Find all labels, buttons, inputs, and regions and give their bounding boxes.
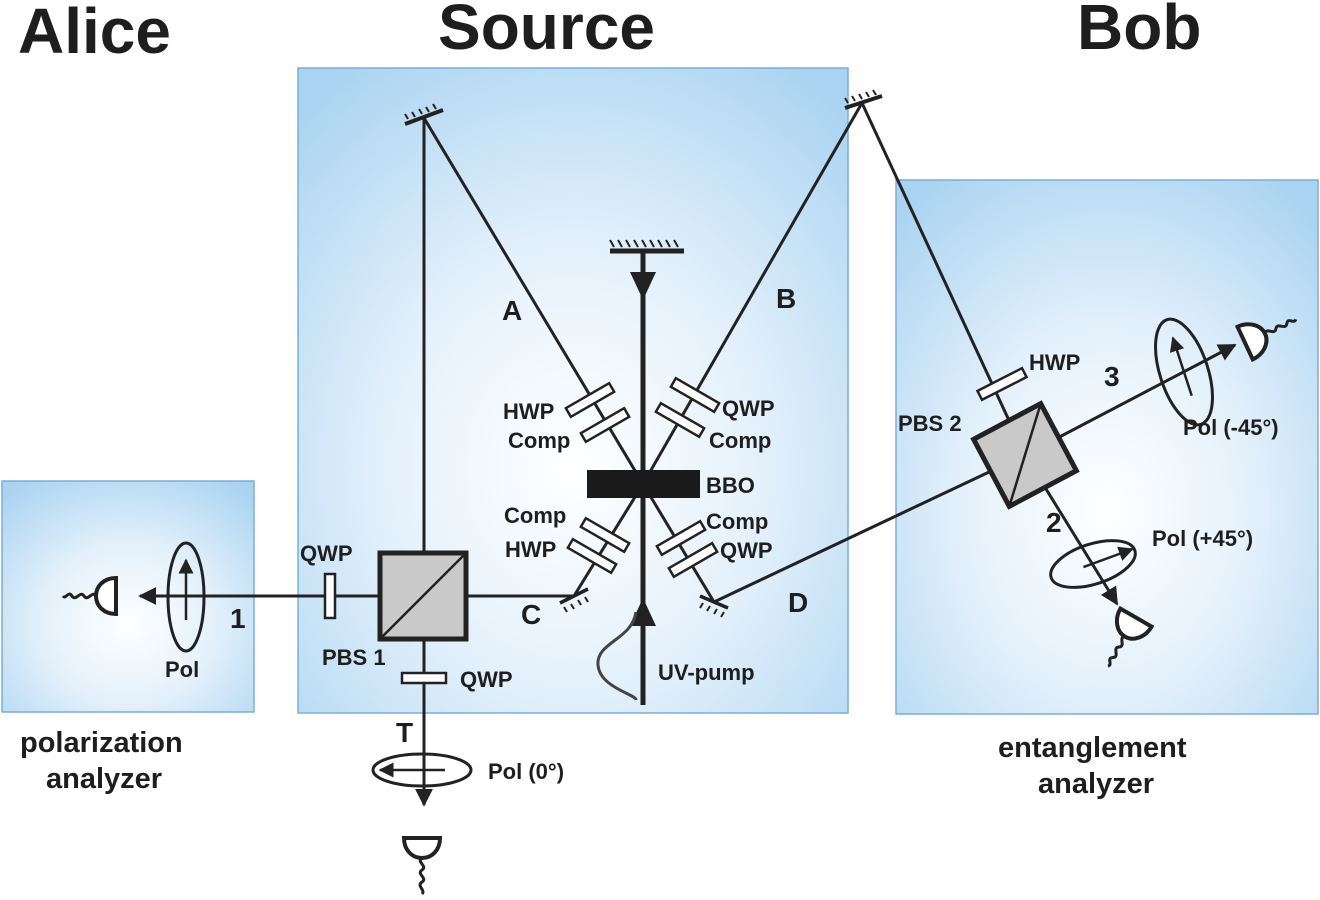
label-pol-plus45: Pol (+45°) (1152, 526, 1253, 551)
label-qwp-trigger: QWP (460, 667, 513, 692)
pbs1-cube (377, 550, 469, 642)
comp-upper-right (654, 401, 706, 439)
label-beam-a: A (502, 295, 522, 326)
alice-title: Alice (18, 0, 171, 67)
pump-pulse (596, 611, 638, 701)
pbs2-cube (970, 400, 1080, 510)
caption-alice-line1: polarization (20, 727, 183, 759)
label-pol-trigger: Pol (0°) (488, 759, 564, 784)
label-qwp-lower-right: QWP (720, 538, 773, 563)
label-beam-2: 2 (1046, 507, 1062, 538)
source-title: Source (438, 0, 655, 63)
label-hwp-lower-left: HWP (505, 537, 556, 562)
polarizer-alice (166, 541, 206, 653)
label-qwp-alice: QWP (300, 541, 353, 566)
label-comp-lower-right: Comp (706, 509, 768, 534)
beam-b-to-pbs2 (860, 102, 1027, 456)
label-beam-d: D (788, 587, 808, 618)
pump-arrow-up (630, 598, 656, 626)
mirror-top-right (844, 89, 883, 110)
caption-bob-line1: entanglement (998, 732, 1187, 764)
hwp-lower-left (566, 537, 618, 575)
comp-upper-left (579, 406, 631, 444)
label-uv-pump: UV-pump (658, 660, 755, 685)
polarizer-trigger (371, 752, 473, 788)
comp-lower-left (579, 516, 631, 554)
detector-2 (1107, 605, 1155, 668)
polarizer-minus45 (1154, 317, 1214, 427)
mirror-top-left (404, 103, 444, 126)
label-comp-upper-left: Comp (508, 428, 570, 453)
label-pol-alice: Pol (165, 657, 199, 682)
label-qwp-upper-right: QWP (722, 396, 775, 421)
qwp-trigger (400, 671, 448, 685)
caption-bob-line2: analyzer (1038, 768, 1154, 800)
detector-trigger (401, 836, 443, 896)
mirror-pump-retro (609, 239, 684, 254)
bob-title: Bob (1077, 0, 1201, 63)
pump-arrow-down (630, 272, 656, 300)
bob-panel (895, 179, 1319, 715)
qwp-upper-right (669, 376, 721, 414)
qwp-lower-right (667, 541, 719, 579)
label-beam-t: T (396, 717, 413, 748)
label-comp-lower-left: Comp (504, 503, 566, 528)
bbo-crystal (587, 470, 700, 498)
label-bbo: BBO (706, 473, 755, 498)
label-pol-minus45: Pol (-45°) (1183, 415, 1279, 440)
label-pbs1: PBS 1 (322, 645, 386, 670)
hwp-bob (975, 366, 1029, 402)
comp-lower-right (655, 519, 707, 557)
label-beam-b: B (776, 283, 796, 314)
label-pbs2: PBS 2 (898, 411, 962, 436)
label-hwp-upper-left: HWP (503, 399, 554, 424)
detector-alice (61, 575, 118, 617)
beam-d-to-pbs2 (713, 453, 1026, 604)
polarizer-plus45 (1049, 539, 1137, 589)
qwp-alice (323, 572, 337, 620)
label-beam-c: C (521, 599, 541, 630)
label-beam-3: 3 (1104, 361, 1120, 392)
label-hwp-bob: HWP (1029, 350, 1080, 375)
hwp-upper-left (564, 381, 616, 419)
detector-3 (1234, 318, 1298, 363)
label-beam-1: 1 (230, 603, 246, 634)
label-comp-upper-right: Comp (709, 428, 771, 453)
caption-alice-line2: analyzer (46, 763, 162, 795)
